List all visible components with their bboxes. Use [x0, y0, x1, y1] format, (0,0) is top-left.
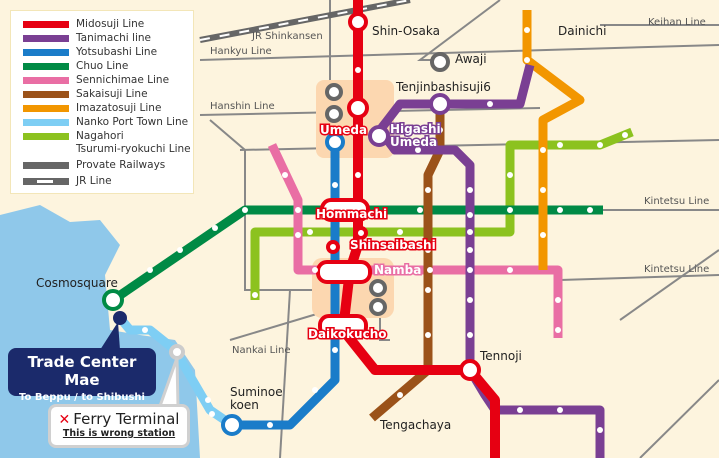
label-tenjinbashisuji6: Tenjinbashisuji6: [396, 80, 491, 94]
label-dainichi: Dainichi: [558, 24, 607, 38]
label-cosmosquare: Cosmosquare: [36, 276, 118, 290]
swatch: [23, 119, 69, 126]
swatch: [23, 162, 69, 169]
label-umeda: Umeda: [318, 122, 368, 139]
legend-label: Sakaisuji Line: [76, 88, 148, 100]
swatch: [23, 21, 69, 28]
legend-label: Chuo Line: [76, 60, 129, 72]
legend-chuo: Chuo Line: [23, 60, 193, 73]
label-jr-shinkansen: JR Shinkansen: [252, 31, 323, 42]
legend-label-line2: Tsurumi-ryokuchi Line: [76, 143, 191, 155]
label-tennoji: Tennoji: [480, 349, 522, 363]
label-hanshin: Hanshin Line: [210, 101, 275, 112]
callout-subtitle: This is wrong station: [62, 428, 176, 439]
station-hommachi[interactable]: [320, 198, 370, 222]
nagahori-line: [250, 127, 634, 300]
label-tengachaya: Tengachaya: [380, 418, 452, 432]
legend-tanimachi: Tanimachi line: [23, 32, 193, 45]
station-umeda-private-2[interactable]: [325, 105, 343, 123]
legend-midosuji: Midosuji Line: [23, 18, 193, 31]
legend-label: Provate Railways: [76, 159, 166, 171]
station-cosmosquare[interactable]: [102, 289, 124, 311]
label-hommachi: Hommachi: [314, 206, 388, 223]
label-keihan: Keihan Line: [648, 17, 706, 28]
legend-label: Sennichimae Line: [76, 74, 170, 86]
station-namba-private-2[interactable]: [369, 298, 387, 316]
swatch: [23, 77, 69, 84]
legend-private: Provate Railways: [23, 159, 193, 172]
label-suminoe-koen-2: koen: [230, 398, 259, 412]
swatch: [23, 105, 69, 112]
label-kintetsu-1: Kintetsu Line: [644, 196, 710, 207]
station-dainichi[interactable]: [576, 96, 584, 104]
swatch: [23, 63, 69, 70]
legend: Midosuji Line Tanimachi line Yotsubashi …: [10, 10, 194, 194]
station-awaji[interactable]: [430, 52, 450, 72]
callout-trade-center-mae: Trade Center Mae To Beppu / to Shibushi: [8, 348, 156, 403]
legend-sennichimae: Sennichimae Line: [23, 74, 193, 87]
label-shinsaibashi: Shinsaibashi: [349, 237, 438, 254]
wrong-x-icon: ✕: [58, 412, 71, 428]
intermediate-stations: [142, 27, 628, 433]
label-hankyu: Hankyu Line: [210, 46, 272, 57]
station-daikokucho[interactable]: [318, 314, 368, 338]
callout-title: Ferry Terminal: [73, 410, 180, 428]
sennichimae-line: [267, 143, 563, 338]
callout-title: Trade Center Mae: [27, 353, 137, 389]
tanimachi-line: [375, 63, 605, 458]
swatch: [23, 178, 69, 185]
legend-label: Nanko Port Town Line: [76, 116, 189, 128]
label-higashi-umeda-1: Higashi: [389, 121, 443, 137]
legend-jr: JR Line: [23, 175, 193, 188]
label-shin-osaka: Shin-Osaka: [372, 24, 440, 38]
station-namba[interactable]: [316, 260, 372, 284]
legend-label: JR Line: [76, 175, 112, 187]
legend-label: Imazatosuji Line: [76, 102, 162, 114]
legend-label: Midosuji Line: [76, 18, 145, 30]
swatch: [23, 35, 69, 42]
label-higashi-umeda-2: Umeda: [388, 134, 438, 150]
label-nankai: Nankai Line: [232, 345, 291, 356]
swatch: [23, 49, 69, 56]
station-shinsaibashi-2[interactable]: [354, 226, 368, 240]
label-daikokucho: Daikokucho: [307, 326, 388, 343]
legend-label: Tanimachi line: [76, 32, 151, 44]
legend-label-line1: Nagahori: [76, 130, 124, 142]
callout-subtitle: To Beppu / to Shibushi: [19, 392, 145, 403]
station-tenjinbashisuji6[interactable]: [429, 93, 451, 115]
station-nishi-umeda[interactable]: [325, 132, 345, 152]
station-shinsaibashi-1[interactable]: [326, 240, 340, 254]
legend-label: Yotsubashi Line: [76, 46, 158, 58]
callout-ferry-terminal: ✕Ferry Terminal This is wrong station: [48, 404, 190, 448]
jr-line: [199, 0, 411, 43]
sakaisuji-line: [369, 104, 445, 422]
midosuji-line: [338, 0, 500, 458]
station-umeda[interactable]: [347, 97, 369, 119]
swatch: [23, 133, 69, 140]
station-trade-center-mae[interactable]: [113, 311, 127, 325]
private-railways: [199, 0, 719, 458]
label-kintetsu-2: Kintetsu Line: [644, 264, 710, 275]
swatch: [23, 91, 69, 98]
station-higashi-umeda[interactable]: [368, 125, 390, 147]
label-namba: Namba: [372, 262, 422, 279]
legend-sakaisuji: Sakaisuji Line: [23, 88, 193, 101]
legend-nanko: Nanko Port Town Line: [23, 116, 193, 129]
label-suminoe-koen-1: Suminoe: [230, 385, 283, 399]
legend-imazatosuji: Imazatosuji Line: [23, 102, 193, 115]
station-shin-osaka[interactable]: [348, 12, 368, 32]
legend-yotsubashi: Yotsubashi Line: [23, 46, 193, 59]
station-suminoe-koen[interactable]: [221, 414, 243, 436]
station-tennoji[interactable]: [459, 359, 481, 381]
station-namba-private-1[interactable]: [369, 279, 387, 297]
label-awaji: Awaji: [455, 52, 487, 66]
station-umeda-private-1[interactable]: [325, 83, 343, 101]
